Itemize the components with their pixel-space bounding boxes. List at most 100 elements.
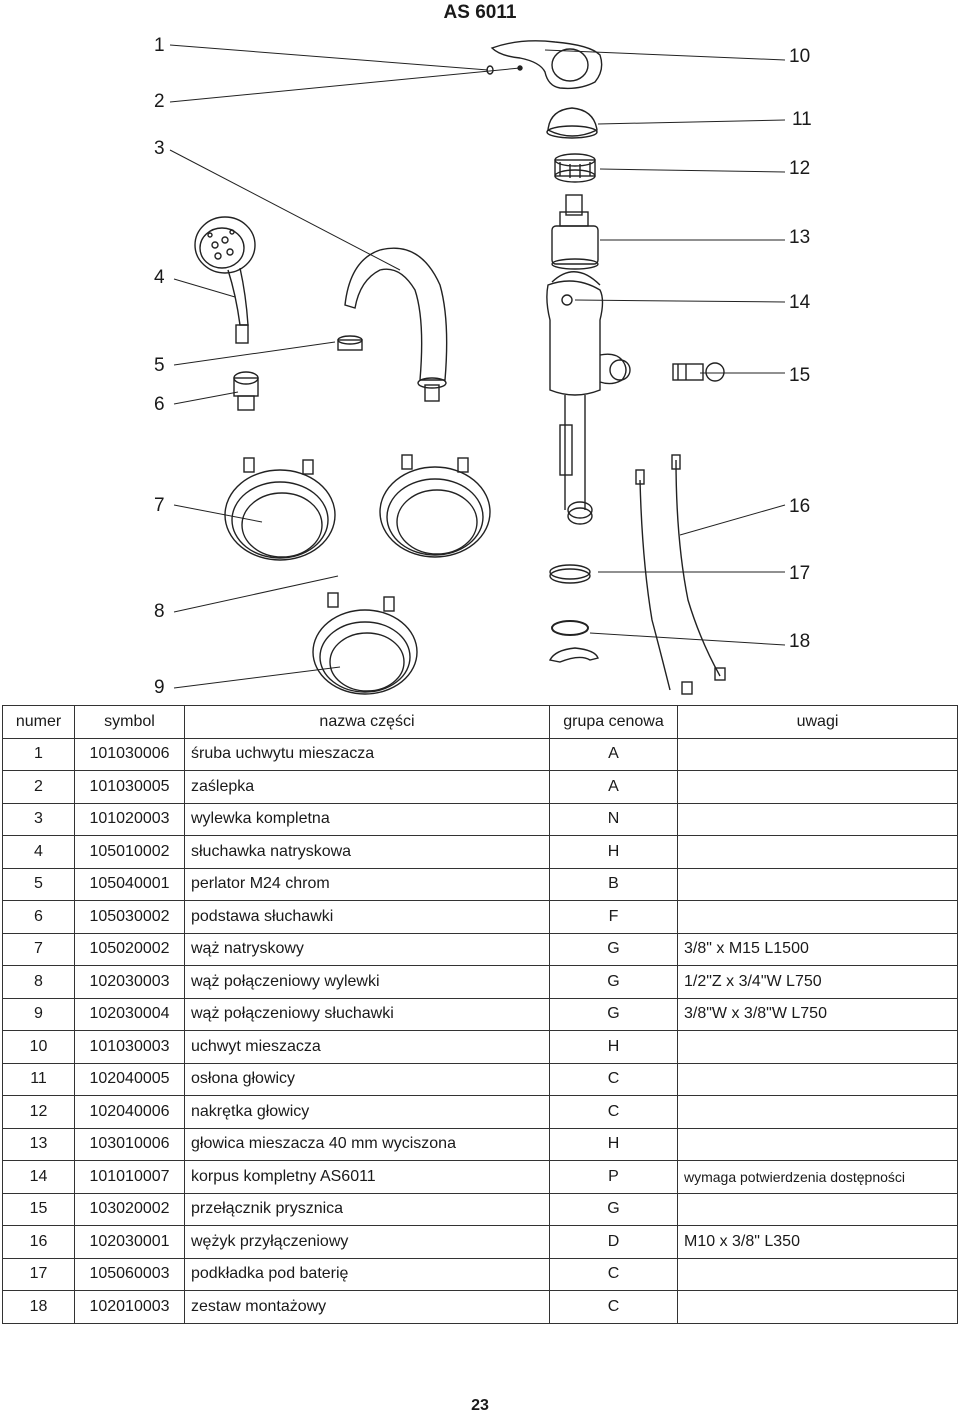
- cell-number: 18: [2, 1290, 75, 1324]
- table-header-row: numer symbol nazwa części grupa cenowa u…: [2, 705, 958, 739]
- cell-symbol: 105020002: [74, 932, 185, 966]
- cell-note: [677, 1062, 958, 1096]
- cell-group: C: [549, 1257, 678, 1291]
- cell-note: [677, 867, 958, 901]
- cell-group: H: [549, 1030, 678, 1064]
- cell-number: 16: [2, 1225, 75, 1259]
- cell-note: 1/2"Z x 3/4"W L750: [677, 965, 958, 999]
- cell-symbol: 102040005: [74, 1062, 185, 1096]
- cell-name: podstawa słuchawki: [184, 900, 550, 934]
- cell-name: perlator M24 chrom: [184, 867, 550, 901]
- cell-number: 3: [2, 802, 75, 836]
- cell-note: [677, 737, 958, 771]
- page-title: AS 6011: [443, 2, 517, 23]
- callout-4: 4: [154, 267, 165, 288]
- cell-number: 1: [2, 737, 75, 771]
- cell-name: wąż połączeniowy wylewki: [184, 965, 550, 999]
- cell-number: 15: [2, 1192, 75, 1226]
- header-numer: numer: [2, 705, 75, 739]
- cell-symbol: 102030003: [74, 965, 185, 999]
- callout-11: 11: [792, 109, 812, 130]
- cell-name: wąż natryskowy: [184, 932, 550, 966]
- leader-lines: [169, 44, 786, 689]
- cell-symbol: 102030004: [74, 997, 185, 1031]
- spout-part: [337, 247, 448, 402]
- cell-name: podkładka pod baterię: [184, 1257, 550, 1291]
- mounting-set-part: [548, 620, 599, 663]
- cell-group: G: [549, 932, 678, 966]
- cell-name: słuchawka natryskowa: [184, 835, 550, 869]
- shower-hose-part: [224, 457, 336, 561]
- spout-hose-part: [379, 454, 491, 558]
- cell-group: G: [549, 997, 678, 1031]
- callout-7: 7: [154, 495, 165, 516]
- cell-name: uchwyt mieszacza: [184, 1030, 550, 1064]
- cell-name: wylewka kompletna: [184, 802, 550, 836]
- connection-hose-part: [635, 454, 726, 695]
- callout-2: 2: [154, 91, 165, 112]
- cell-note: [677, 1095, 958, 1129]
- cell-symbol: 102010003: [74, 1290, 185, 1324]
- cell-number: 9: [2, 997, 75, 1031]
- cell-symbol: 101010007: [74, 1160, 185, 1194]
- cell-group: D: [549, 1225, 678, 1259]
- callout-16: 16: [789, 496, 811, 517]
- cell-name: wąż połączeniowy słuchawki: [184, 997, 550, 1031]
- cell-note: wymaga potwierdzenia dostępności: [677, 1160, 958, 1194]
- mixer-handle-part: [490, 40, 603, 90]
- cell-name: osłona głowicy: [184, 1062, 550, 1096]
- cell-symbol: 101020003: [74, 802, 185, 836]
- cell-symbol: 105030002: [74, 900, 185, 934]
- cell-symbol: 101030006: [74, 737, 185, 771]
- cell-group: B: [549, 867, 678, 901]
- cell-number: 5: [2, 867, 75, 901]
- cell-note: [677, 900, 958, 934]
- cell-number: 7: [2, 932, 75, 966]
- callout-6: 6: [154, 394, 165, 415]
- cell-note: [677, 802, 958, 836]
- cell-group: F: [549, 900, 678, 934]
- cell-number: 10: [2, 1030, 75, 1064]
- cell-name: głowica mieszacza 40 mm wyciszona: [184, 1127, 550, 1161]
- callout-10: 10: [789, 46, 811, 67]
- cell-name: wężyk przyłączeniowy: [184, 1225, 550, 1259]
- handset-hose-part: [312, 592, 418, 695]
- cartridge-part: [551, 194, 599, 270]
- base-gasket-part: [549, 564, 591, 584]
- cell-group: C: [549, 1290, 678, 1324]
- cell-group: H: [549, 1127, 678, 1161]
- head-nut-part: [554, 153, 596, 183]
- cell-group: N: [549, 802, 678, 836]
- cell-note: [677, 1127, 958, 1161]
- header-notes: uwagi: [677, 705, 958, 739]
- cell-name: korpus kompletny AS6011: [184, 1160, 550, 1194]
- cell-symbol: 103020002: [74, 1192, 185, 1226]
- cell-note: M10 x 3/8" L350: [677, 1225, 958, 1259]
- shower-switch-part: [672, 362, 725, 382]
- cell-number: 12: [2, 1095, 75, 1129]
- cell-number: 11: [2, 1062, 75, 1096]
- cell-symbol: 102030001: [74, 1225, 185, 1259]
- handset-holder-part: [233, 371, 259, 411]
- callout-18: 18: [789, 631, 811, 652]
- callout-1: 1: [154, 35, 165, 56]
- cell-name: zestaw montażowy: [184, 1290, 550, 1324]
- page-number: 23: [471, 1397, 489, 1414]
- callout-9: 9: [154, 677, 165, 698]
- cell-note: 3/8" x M15 L1500: [677, 932, 958, 966]
- cell-symbol: 105040001: [74, 867, 185, 901]
- head-cover-part: [546, 107, 598, 139]
- callout-8: 8: [154, 601, 165, 622]
- cell-name: śruba uchwytu mieszacza: [184, 737, 550, 771]
- cell-number: 6: [2, 900, 75, 934]
- shower-handset-part: [194, 216, 256, 344]
- cell-group: G: [549, 1192, 678, 1226]
